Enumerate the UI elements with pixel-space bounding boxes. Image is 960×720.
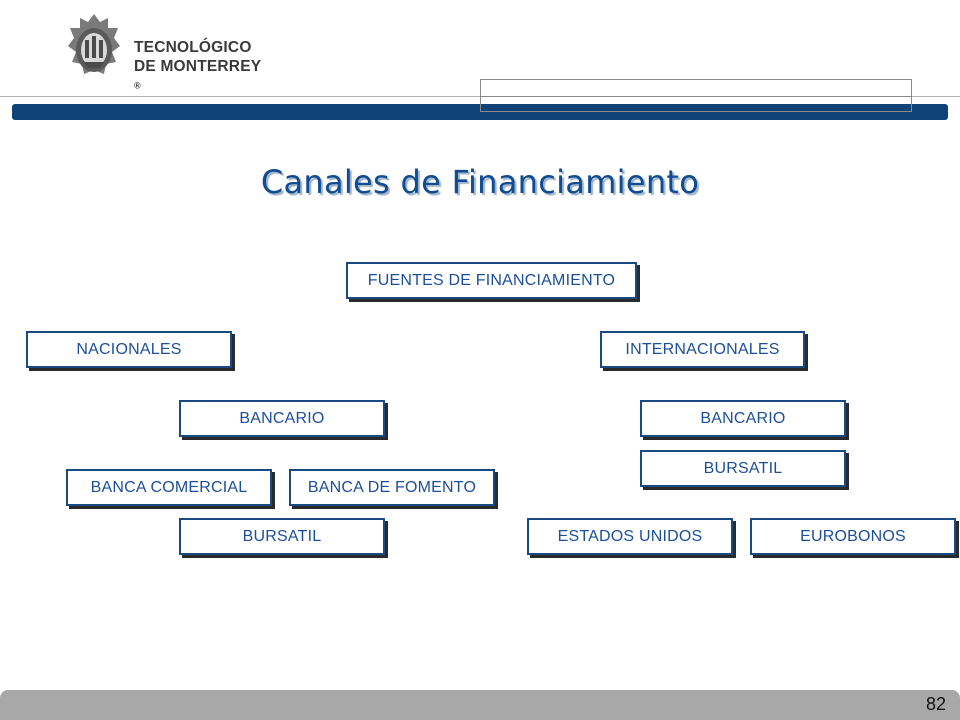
node-eurobonos: EUROBONOS [750,518,956,555]
node-internacional-bursatil: BURSATIL [640,450,846,487]
node-banca-comercial: BANCA COMERCIAL [66,469,272,506]
node-fuentes-financiamiento: FUENTES DE FINANCIAMIENTO [346,262,637,299]
footer-bar [0,690,960,720]
node-nacional-bursatil: BURSATIL [179,518,385,555]
node-internacionales: INTERNACIONALES [600,331,805,368]
seal-icon [68,14,120,74]
header-outline-box [480,79,912,112]
logo-line1: TECNOLÓGICO [134,39,252,56]
node-nacional-bancario: BANCARIO [179,400,385,437]
institution-logo: TECNOLÓGICO DE MONTERREY ® [64,12,264,90]
node-estados-unidos: ESTADOS UNIDOS [527,518,733,555]
node-nacionales: NACIONALES [26,331,232,368]
header-outline-line [480,96,912,97]
page-title: Canales de Financiamiento [260,163,700,201]
node-internacional-bancario: BANCARIO [640,400,846,437]
logo-wordmark: TECNOLÓGICO DE MONTERREY ® [134,38,264,95]
header-accent-bar [12,104,948,120]
logo-line2: DE MONTERREY ® [134,58,261,91]
node-banca-fomento: BANCA DE FOMENTO [289,469,495,506]
page-number: 82 [925,694,946,714]
